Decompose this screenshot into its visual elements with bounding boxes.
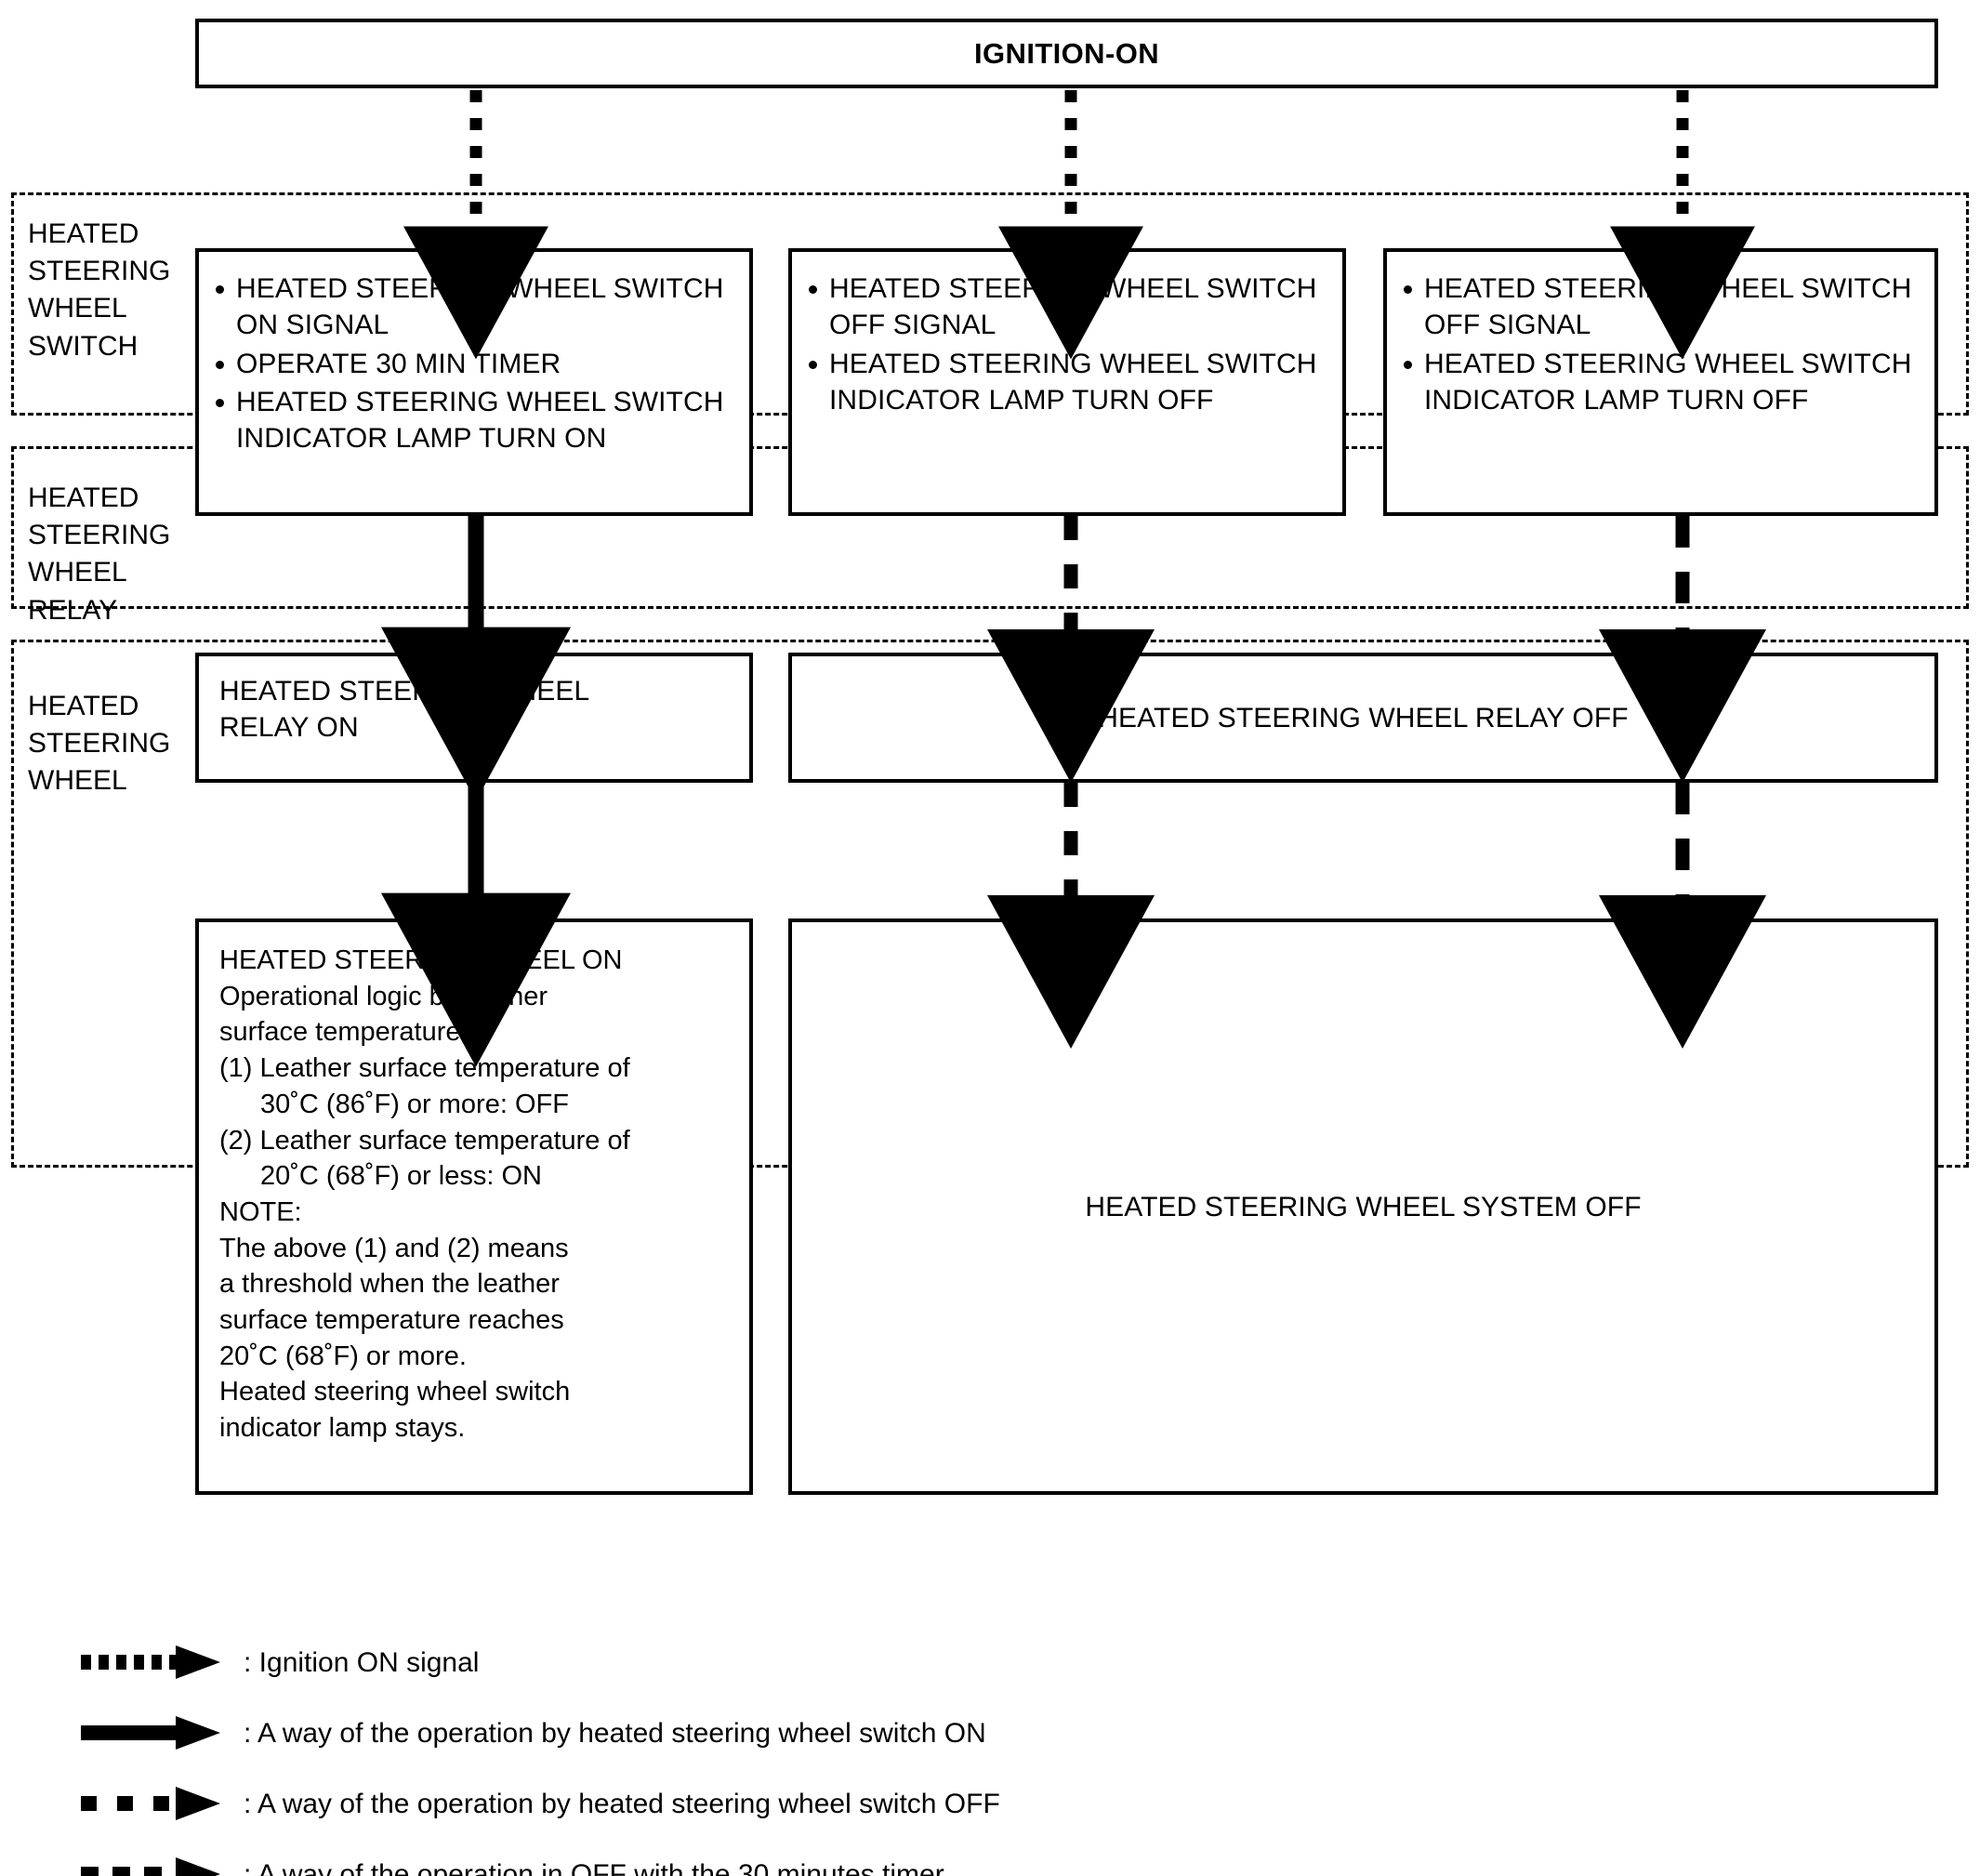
legend-item-ignition-signal: : Ignition ON signal xyxy=(79,1634,479,1690)
legend-label: : A way of the operation by heated steer… xyxy=(244,1717,986,1749)
dash-long-arrow-icon xyxy=(81,1857,220,1876)
wheel-on-note-heading: NOTE: xyxy=(219,1196,302,1227)
wheel-on-line: a threshold when the leather xyxy=(219,1269,560,1300)
wheel-on-line: 20˚C (68˚F) or less: ON xyxy=(260,1161,542,1192)
solid-arrow-icon xyxy=(81,1716,220,1750)
wheel-on-line: (2) Leather surface temperature of xyxy=(219,1125,630,1156)
relay-off-label: HEATED STEERING WHEEL RELAY OFF xyxy=(1098,702,1629,733)
wheel-system-off-label: HEATED STEERING WHEEL SYSTEM OFF xyxy=(1085,1191,1642,1222)
section-label-switch: HEATED STEERING WHEEL SWITCH xyxy=(28,218,171,362)
legend-item-switch-on: : A way of the operation by heated steer… xyxy=(79,1705,986,1761)
section-label-relay: HEATED STEERING WHEEL RELAY xyxy=(28,482,171,626)
list-item: HEATED STEERING WHEEL SWITCH INDICATOR L… xyxy=(212,384,734,457)
wheel-on-line: 30˚C (86˚F) or more: OFF xyxy=(260,1089,569,1119)
section-label-wheel: HEATED STEERING WHEEL xyxy=(28,691,171,797)
wheel-on-line: 20˚C (68˚F) or more. xyxy=(219,1341,467,1371)
legend-item-timer-off: : A way of the operation in OFF with the… xyxy=(79,1846,944,1876)
legend-item-switch-off: : A way of the operation by heated steer… xyxy=(79,1776,1000,1831)
ignition-signal-arrows xyxy=(403,90,1755,360)
legend: : Ignition ON signal : A way of the oper… xyxy=(0,1580,1980,1876)
legend-label: : A way of the operation in OFF with the… xyxy=(244,1858,944,1876)
ignition-on-label: IGNITION-ON xyxy=(974,36,1159,70)
wheel-on-line: surface temperature reaches xyxy=(219,1305,564,1336)
wheel-on-line: The above (1) and (2) means xyxy=(219,1233,569,1263)
wheel-on-line: Heated steering wheel switch xyxy=(219,1377,571,1407)
dashed-arrow-icon xyxy=(81,1787,220,1820)
legend-label: : A way of the operation by heated steer… xyxy=(244,1788,1000,1819)
dotted-arrow-icon xyxy=(81,1645,220,1679)
legend-label: : Ignition ON signal xyxy=(244,1646,480,1678)
list-item: HEATED STEERING WHEEL SWITCH INDICATOR L… xyxy=(1400,346,1920,419)
wheel-on-line: indicator lamp stays. xyxy=(219,1413,466,1444)
ignition-on-box: IGNITION-ON xyxy=(195,19,1938,88)
